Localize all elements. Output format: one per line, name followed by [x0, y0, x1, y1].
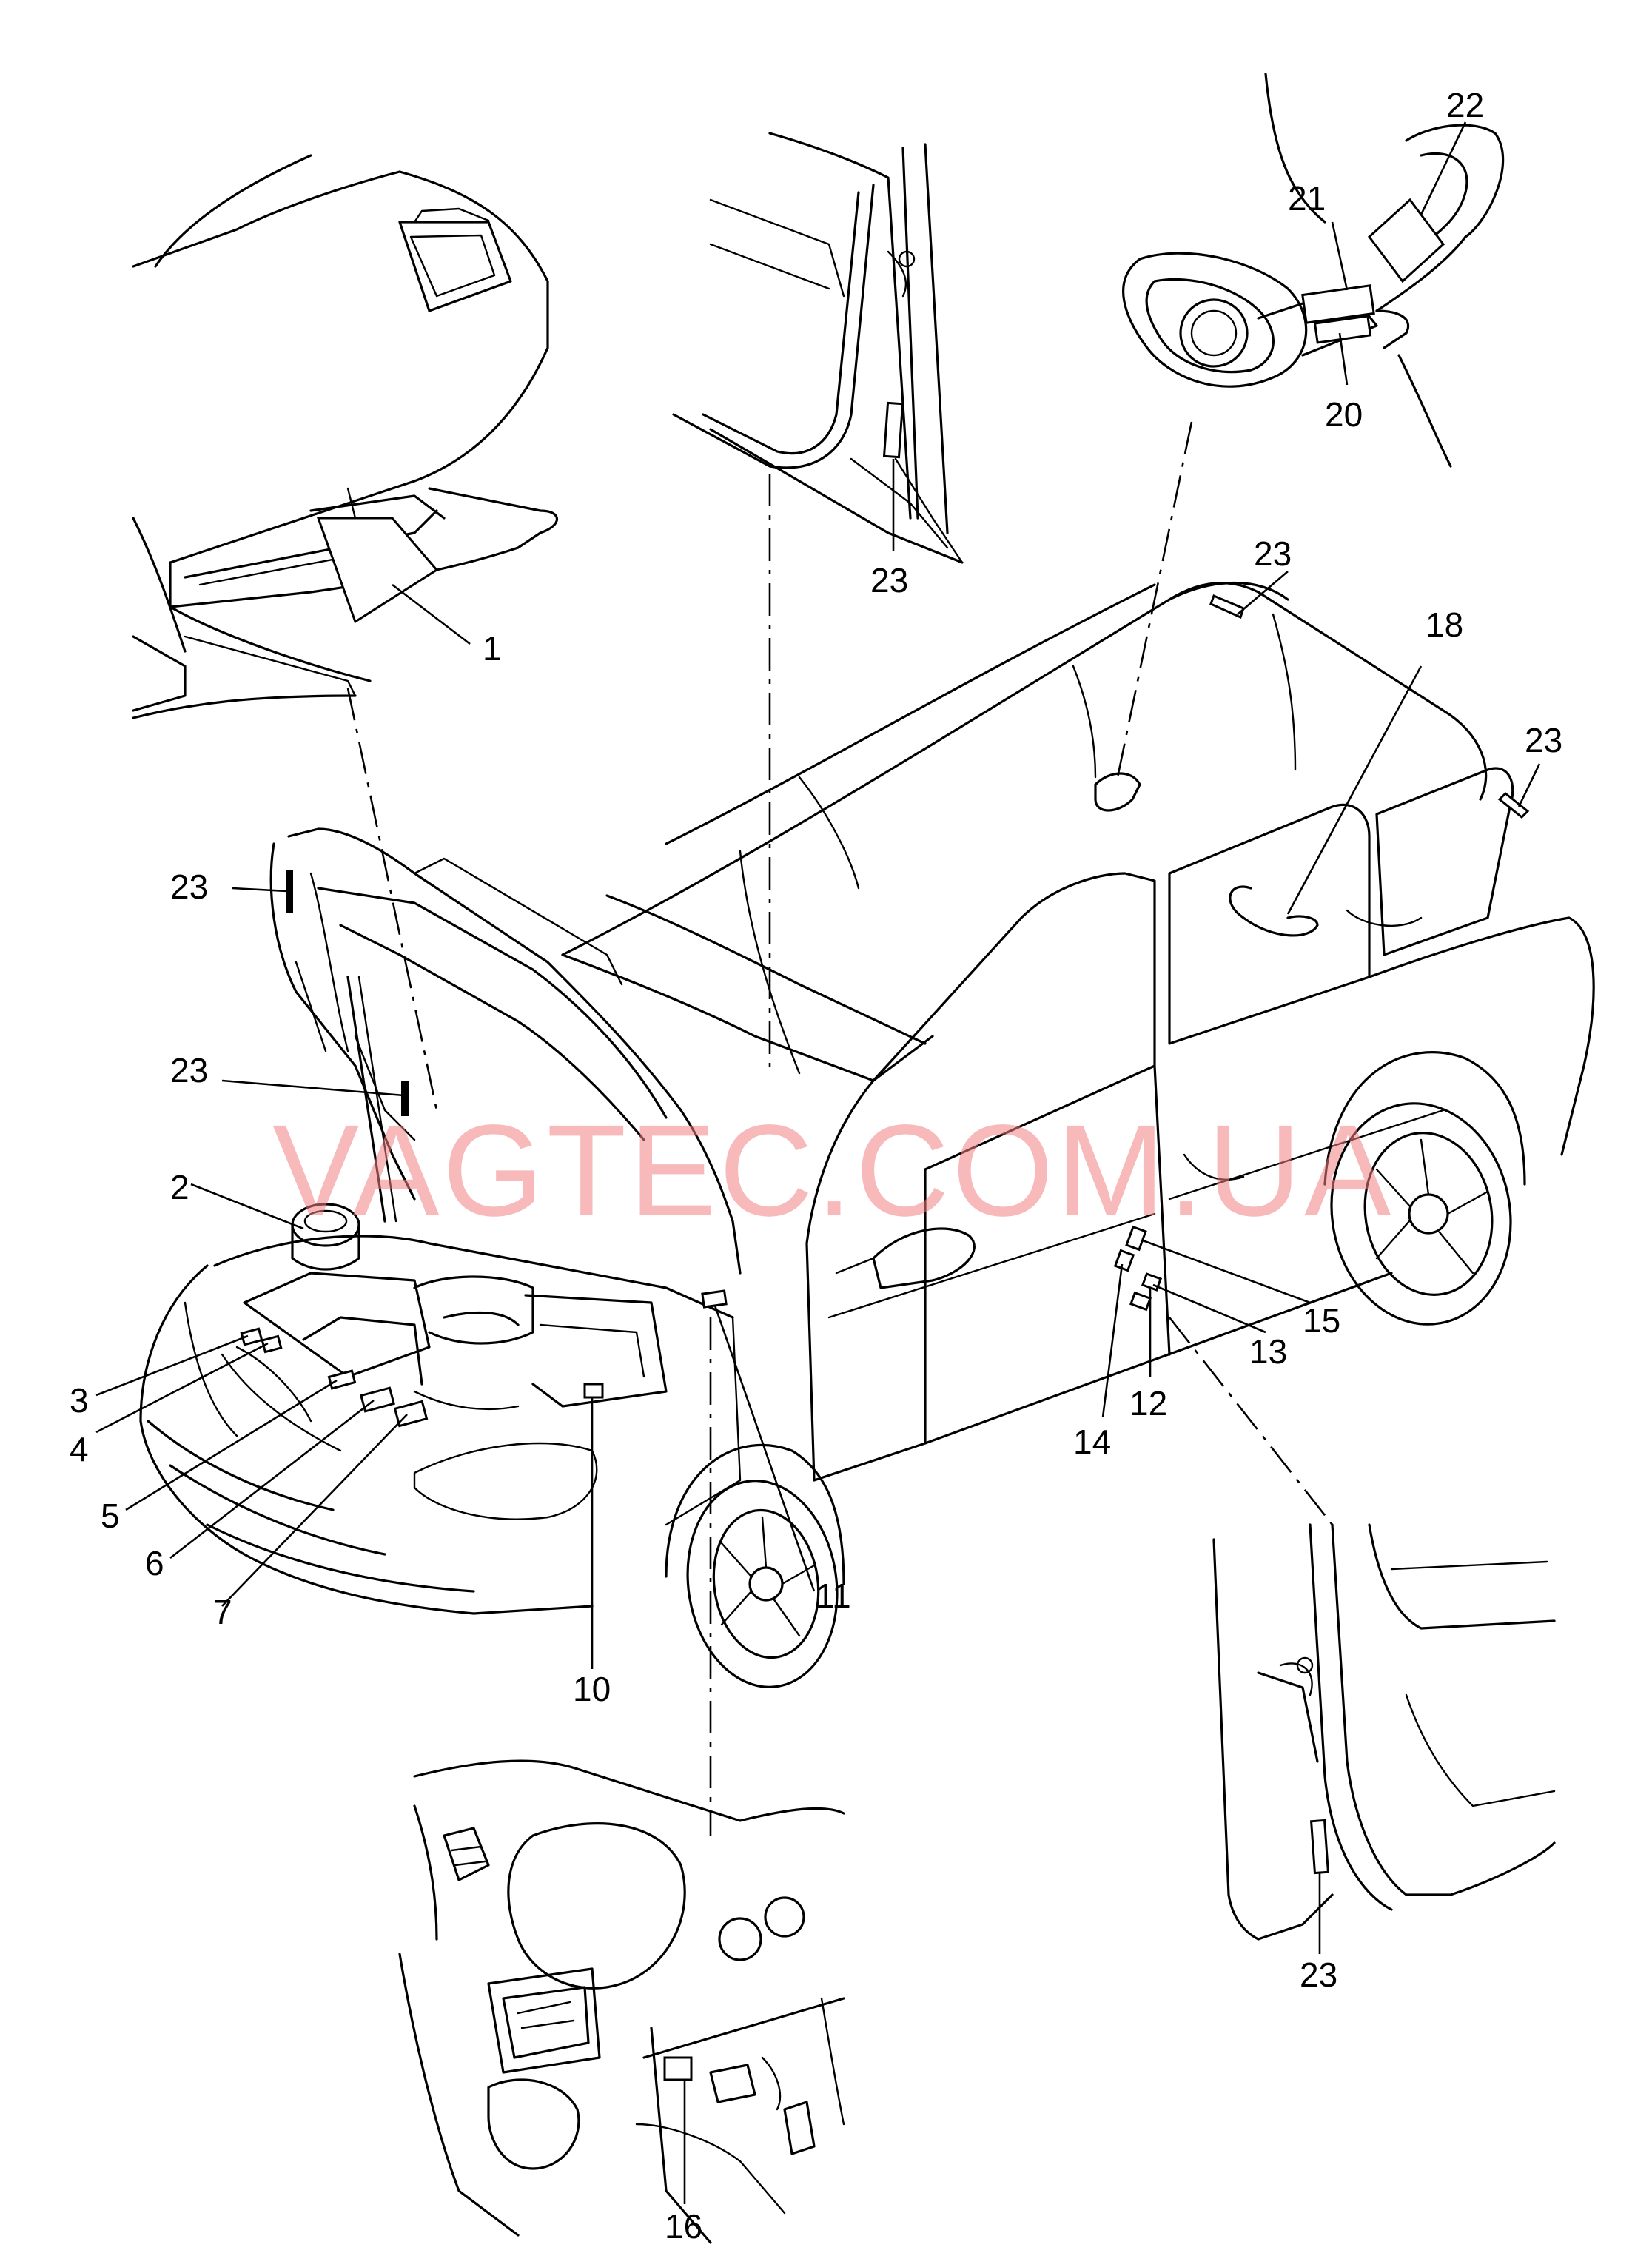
callout-6: 6: [145, 1544, 164, 1582]
callout-15: 15: [1303, 1301, 1340, 1340]
callout-18: 18: [1426, 605, 1463, 644]
callout-16: 16: [665, 2207, 702, 2246]
callout-22: 22: [1446, 86, 1484, 124]
leader-lines: [95, 571, 1541, 1669]
callout-11: 11: [816, 1577, 851, 1615]
callout-23-hood-edge: 23: [170, 867, 208, 906]
callout-numbers: 1 2 3 4 5 6 7 10 11 12 13 14 15 16 18 20…: [70, 86, 1562, 2246]
callout-23-front-door: 23: [870, 561, 908, 600]
vehicle-main: [139, 581, 1595, 1688]
watermark: VAGTEC.COM.UA: [272, 1098, 1394, 1243]
detail-dashboard: [398, 1759, 845, 2244]
callout-2: 2: [170, 1168, 189, 1206]
callout-1: 1: [483, 629, 502, 668]
detail-glovebox: [132, 154, 559, 719]
callout-4: 4: [70, 1430, 89, 1468]
detail-fuel-flap: [1122, 73, 1505, 468]
callout-20: 20: [1325, 395, 1363, 434]
callout-23-roof: 23: [1254, 534, 1292, 573]
callout-3: 3: [70, 1381, 89, 1420]
callout-23-rear-pillar: 23: [1300, 1955, 1337, 1994]
detail-door-frame-front: [672, 132, 964, 564]
callout-5: 5: [101, 1497, 120, 1535]
callout-13: 13: [1249, 1332, 1287, 1371]
callout-14: 14: [1073, 1423, 1111, 1461]
callout-23-strut: 23: [170, 1051, 208, 1089]
reference-lines: [346, 421, 1334, 1836]
callout-10: 10: [573, 1670, 611, 1708]
detail-door-frame-rear: [1212, 1523, 1556, 1954]
callout-21: 21: [1288, 179, 1326, 218]
callout-23-rear: 23: [1525, 721, 1562, 759]
callout-12: 12: [1129, 1384, 1167, 1423]
callout-7: 7: [213, 1593, 232, 1631]
